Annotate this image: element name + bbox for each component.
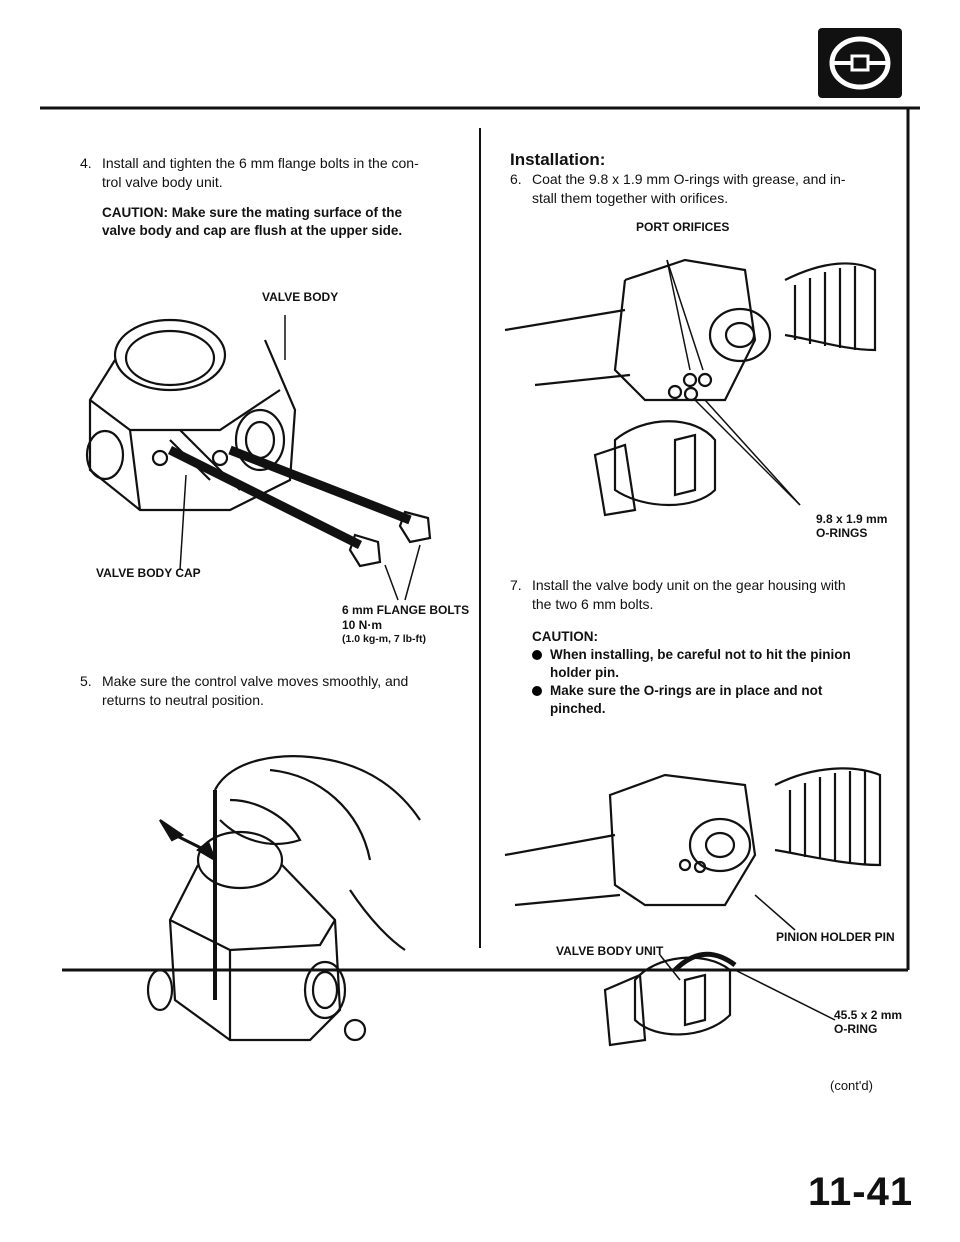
bullet-text: When installing, be careful not to hit t… bbox=[550, 647, 851, 662]
label-port-orifices: PORT ORIFICES bbox=[636, 220, 730, 234]
step-text: trol valve body unit. bbox=[102, 174, 223, 190]
bullet-icon bbox=[532, 650, 542, 660]
bullet-text: holder pin. bbox=[550, 665, 619, 680]
control-valve-check-illustration bbox=[146, 755, 421, 1042]
step-number: 6. bbox=[510, 171, 522, 187]
label-oring-size: 45.5 x 2 mm bbox=[834, 1008, 903, 1022]
label-torque-alt: (1.0 kg-m, 7 lb-ft) bbox=[342, 633, 427, 645]
label-valve-body-cap: VALVE BODY CAP bbox=[96, 566, 201, 580]
continued-note: (cont'd) bbox=[830, 1078, 873, 1093]
label-orings-size: 9.8 x 1.9 mm bbox=[816, 512, 888, 526]
label-oring: O-RING bbox=[834, 1022, 878, 1036]
caution-title: CAUTION: bbox=[532, 629, 598, 644]
label-orings: O-RINGS bbox=[816, 526, 868, 540]
valve-body-unit-illustration bbox=[504, 767, 882, 1047]
installation-heading: Installation: bbox=[510, 150, 606, 169]
step-number: 4. bbox=[80, 155, 92, 171]
step-4: 4. Install and tighten the 6 mm flange b… bbox=[80, 154, 460, 240]
step-text: Make sure the control valve moves smooth… bbox=[102, 673, 409, 689]
valve-body-illustration bbox=[85, 315, 432, 601]
caution-bullet: Make sure the O-rings are in place and n… bbox=[532, 682, 900, 718]
step-number: 5. bbox=[80, 673, 92, 689]
port-orifices-illustration bbox=[504, 258, 877, 517]
page-number: 11-41 bbox=[808, 1170, 914, 1214]
step-text: returns to neutral position. bbox=[102, 692, 264, 708]
label-pinion-holder-pin: PINION HOLDER PIN bbox=[776, 930, 895, 944]
step-6: 6. Coat the 9.8 x 1.9 mm O-rings with gr… bbox=[510, 170, 900, 208]
caution-text: valve body and cap are flush at the uppe… bbox=[102, 223, 403, 238]
step-text: Install the valve body unit on the gear … bbox=[532, 577, 846, 593]
bullet-icon bbox=[532, 686, 542, 696]
step-text: the two 6 mm bolts. bbox=[532, 596, 654, 612]
bullet-text: Make sure the O-rings are in place and n… bbox=[550, 683, 823, 698]
steering-wheel-icon bbox=[818, 28, 902, 98]
step-7: 7. Install the valve body unit on the ge… bbox=[510, 576, 900, 718]
step-text: Install and tighten the 6 mm flange bolt… bbox=[102, 155, 419, 171]
step-number: 7. bbox=[510, 577, 522, 593]
label-flange-bolts: 6 mm FLANGE BOLTS bbox=[342, 603, 470, 617]
label-torque: 10 N·m bbox=[342, 618, 383, 632]
bullet-text: pinched. bbox=[550, 701, 606, 716]
caution-text: CAUTION: Make sure the mating surface of… bbox=[102, 205, 403, 220]
step-text: stall them together with orifices. bbox=[532, 190, 729, 206]
label-valve-body-unit: VALVE BODY UNIT bbox=[556, 944, 664, 958]
caution-bullet: When installing, be careful not to hit t… bbox=[532, 646, 900, 682]
step-5: 5. Make sure the control valve moves smo… bbox=[80, 672, 460, 710]
label-valve-body: VALVE BODY bbox=[262, 290, 339, 304]
step-text: Coat the 9.8 x 1.9 mm O-rings with greas… bbox=[532, 171, 846, 187]
